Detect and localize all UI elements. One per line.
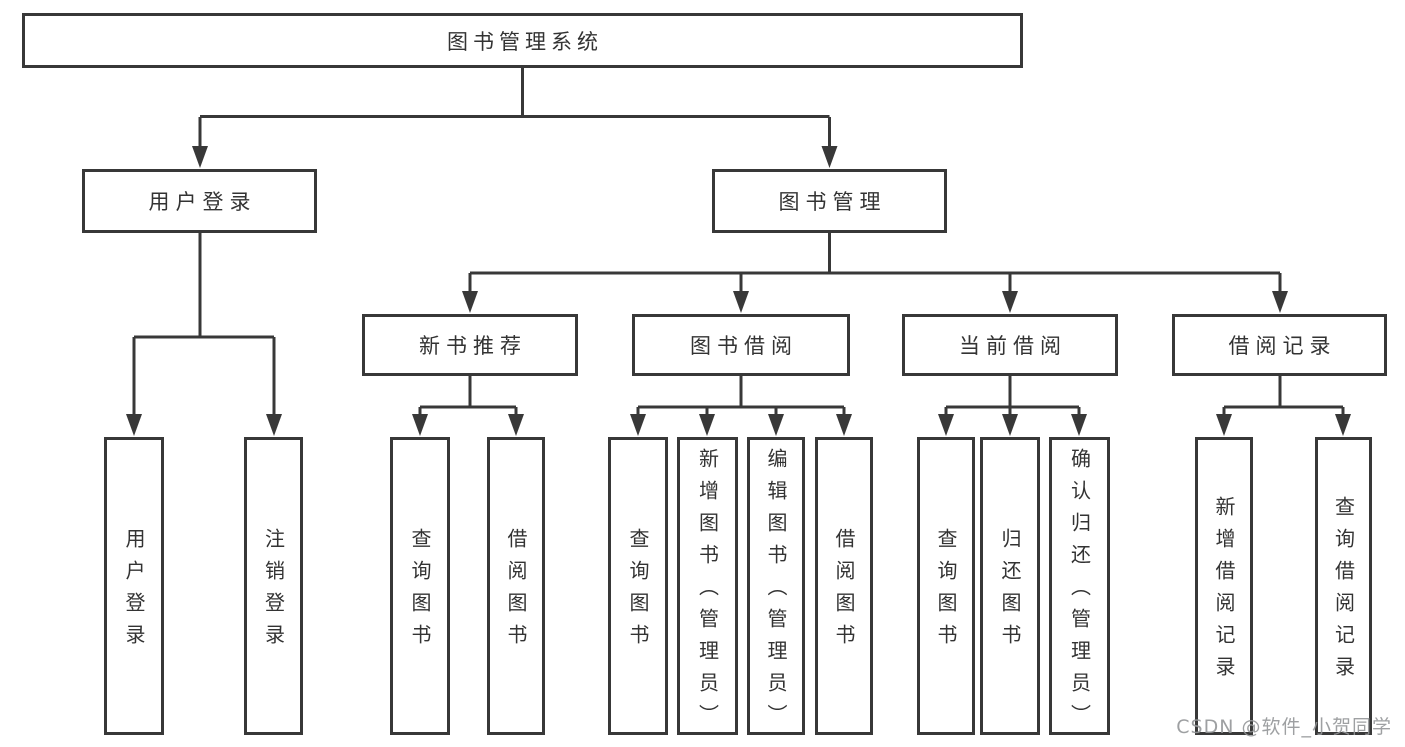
leaf-add-borrow-record: 新增借阅记录 bbox=[1195, 437, 1253, 735]
node-label: 当前借阅 bbox=[959, 334, 1067, 358]
leaf-label: 新增借阅记录 bbox=[1212, 496, 1236, 688]
arrowhead-icon bbox=[938, 414, 954, 436]
arrowhead-icon bbox=[1272, 291, 1288, 313]
leaf-label: 查询图书 bbox=[626, 528, 650, 656]
arrowhead-icon bbox=[266, 414, 282, 436]
leaf-query-books-current: 查询图书 bbox=[917, 437, 975, 735]
arrowhead-icon bbox=[821, 146, 838, 168]
leaf-user-login: 用户登录 bbox=[104, 437, 164, 735]
leaf-label: 查询图书 bbox=[408, 528, 432, 656]
node-borrow-records: 借阅记录 bbox=[1172, 314, 1387, 376]
leaf-borrow-books: 借阅图书 bbox=[815, 437, 873, 735]
arrowhead-icon bbox=[1002, 414, 1018, 436]
node-current-borrow: 当前借阅 bbox=[902, 314, 1118, 376]
node-label: 借阅记录 bbox=[1228, 334, 1337, 358]
arrowhead-icon bbox=[768, 414, 784, 436]
leaf-label: 注销登录 bbox=[261, 528, 286, 656]
csdn-watermark: CSDN @软件_小贺同学 bbox=[1176, 716, 1392, 738]
arrowhead-icon bbox=[462, 291, 478, 313]
leaf-label: 新增图书（管理员） bbox=[695, 448, 720, 736]
leaf-query-books-recommend: 查询图书 bbox=[390, 437, 450, 735]
node-label: 图书管理 bbox=[778, 190, 887, 214]
node-label: 用户登录 bbox=[148, 190, 257, 214]
leaf-return-books: 归还图书 bbox=[980, 437, 1040, 735]
leaf-label: 编辑图书（管理员） bbox=[764, 448, 788, 736]
arrowhead-icon bbox=[836, 414, 852, 436]
node-label: 新书推荐 bbox=[419, 334, 527, 358]
node-label: 图书管理系统 bbox=[447, 29, 603, 54]
leaf-logout: 注销登录 bbox=[244, 437, 303, 735]
leaf-label: 归还图书 bbox=[998, 528, 1022, 656]
arrowhead-icon bbox=[630, 414, 646, 436]
leaf-query-borrow-record: 查询借阅记录 bbox=[1315, 437, 1372, 735]
arrowhead-icon bbox=[1216, 414, 1232, 436]
leaf-confirm-return-admin: 确认归还（管理员） bbox=[1049, 437, 1110, 736]
leaf-label: 借阅图书 bbox=[504, 528, 528, 656]
arrowhead-icon bbox=[126, 414, 142, 436]
node-label: 图书借阅 bbox=[690, 334, 798, 358]
leaf-label: 用户登录 bbox=[122, 528, 146, 656]
arrowhead-icon bbox=[1002, 291, 1018, 313]
leaf-label: 借阅图书 bbox=[832, 528, 856, 656]
arrowhead-icon bbox=[508, 414, 524, 436]
node-book-borrow: 图书借阅 bbox=[632, 314, 850, 376]
arrowhead-icon bbox=[699, 414, 715, 436]
leaf-label: 查询图书 bbox=[934, 528, 958, 656]
leaf-label: 确认归还（管理员） bbox=[1067, 448, 1092, 736]
arrowhead-icon bbox=[412, 414, 428, 436]
leaf-label: 查询借阅记录 bbox=[1331, 496, 1356, 688]
arrowhead-icon bbox=[1335, 414, 1351, 436]
node-system-root: 图书管理系统 bbox=[22, 13, 1023, 68]
leaf-borrow-books-recommend: 借阅图书 bbox=[487, 437, 545, 735]
arrowhead-icon bbox=[733, 291, 749, 313]
node-new-book-recommend: 新书推荐 bbox=[362, 314, 578, 376]
leaf-query-books-borrow: 查询图书 bbox=[608, 437, 668, 735]
node-user-login: 用户登录 bbox=[82, 169, 317, 233]
leaf-add-books-admin: 新增图书（管理员） bbox=[677, 437, 738, 736]
arrowhead-icon bbox=[192, 146, 208, 168]
arrowhead-icon bbox=[1071, 414, 1087, 436]
leaf-edit-books-admin: 编辑图书（管理员） bbox=[747, 437, 805, 736]
node-book-management: 图书管理 bbox=[712, 169, 947, 233]
